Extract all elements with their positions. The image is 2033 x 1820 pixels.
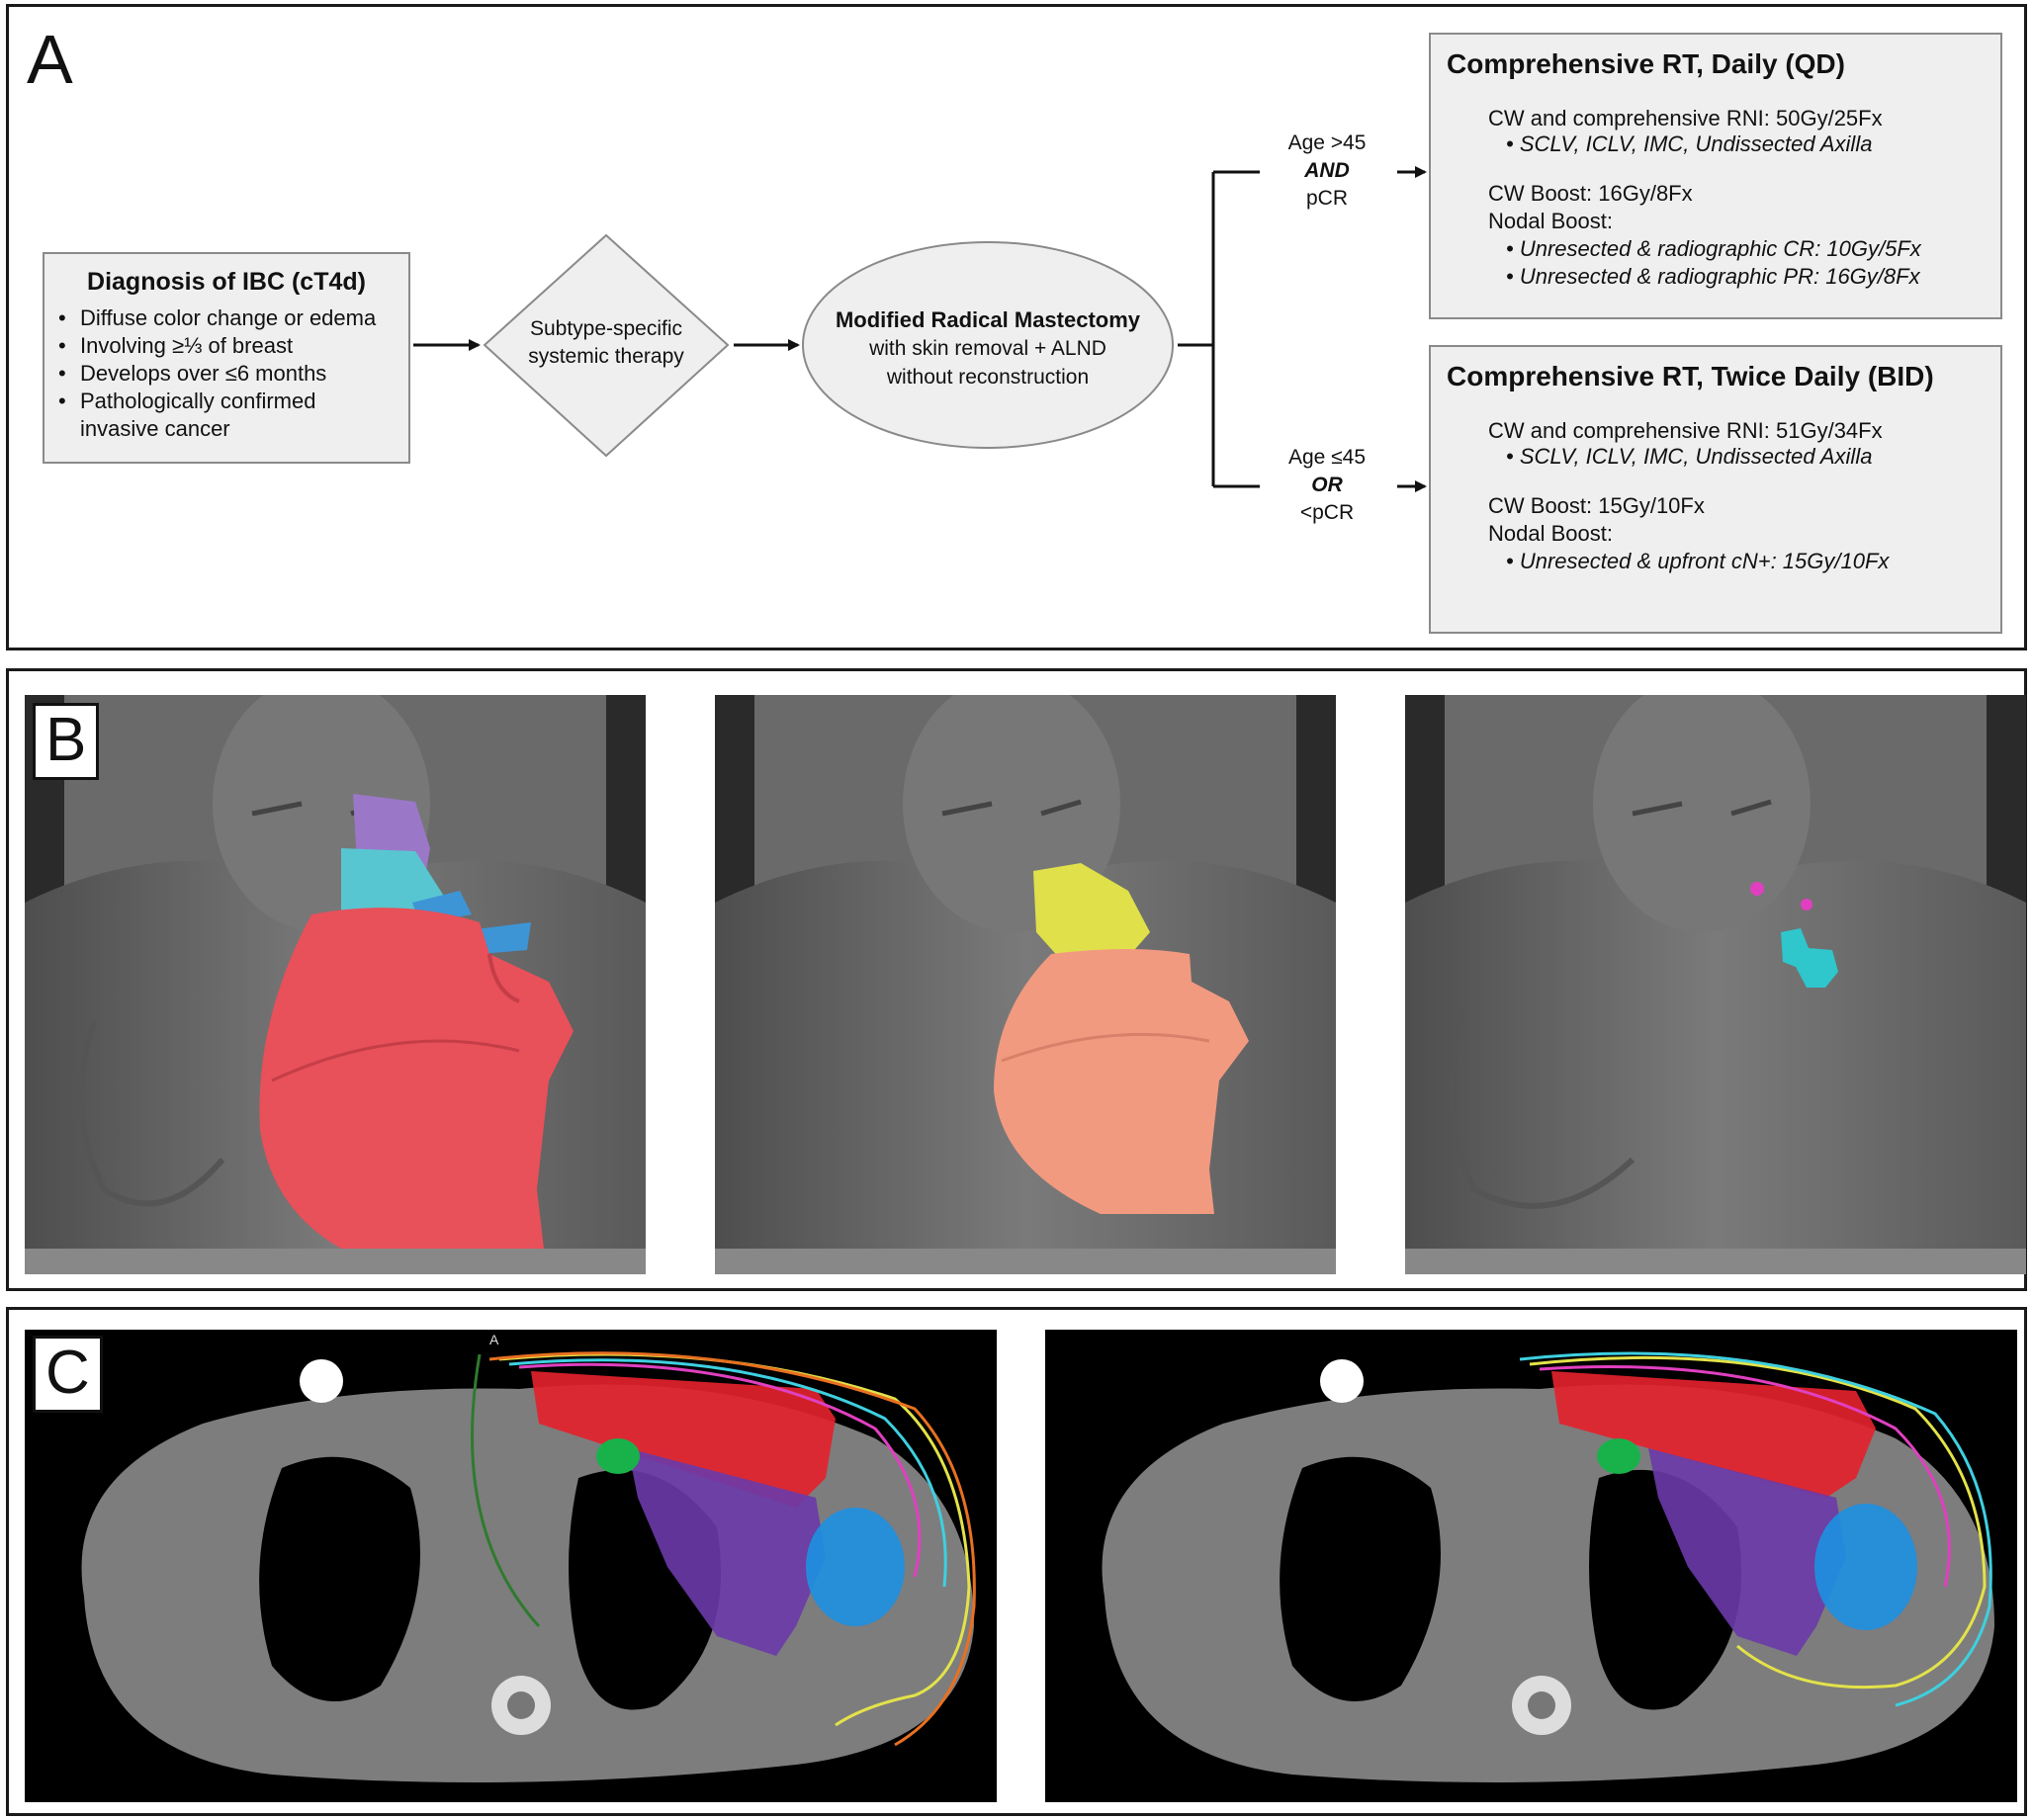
chest-wall-boost-salmon (994, 949, 1249, 1214)
systemic-therapy-diamond (483, 233, 730, 458)
condition-operator: AND (1304, 159, 1350, 182)
systemic-line: systemic therapy (528, 345, 684, 368)
diagnosis-criterion: Pathologically confirmed (58, 388, 408, 415)
bid-rni-targets-text: SCLV, ICLV, IMC, Undissected Axilla (1519, 444, 1873, 469)
ct-axilla-blue (806, 1508, 905, 1626)
surgery-label: Modified Radical Mastectomy with skin re… (803, 305, 1173, 391)
qd-nodal-item: • Unresected & radiographic PR: 16Gy/8Fx (1506, 264, 1920, 289)
qd-rni-targets: • SCLV, ICLV, IMC, Undissected Axilla (1506, 131, 1873, 156)
surgery-line: with skin removal + ALND (869, 337, 1106, 360)
branch-bottom-condition: Age ≤45 OR <pCR (1253, 444, 1401, 527)
ct-axilla-blue (1814, 1504, 1917, 1630)
diagnosis-title: Diagnosis of IBC (cT4d) (87, 268, 366, 296)
qd-regimen-box: Comprehensive RT, Daily (QD) CW and comp… (1429, 33, 2002, 319)
ct-slice-bid-plan (1045, 1330, 2017, 1802)
ct-chest-wall-red (1551, 1371, 1876, 1498)
ct-vessel-green (596, 1438, 640, 1474)
qd-nodal-item: • Unresected & radiographic CR: 10Gy/5Fx (1506, 236, 1921, 261)
bid-rni-targets: • SCLV, ICLV, IMC, Undissected Axilla (1506, 444, 1873, 469)
bid-title: Comprehensive RT, Twice Daily (BID) (1447, 361, 1934, 391)
ct-isodose-orange (488, 1351, 976, 1747)
surgery-line: without reconstruction (886, 366, 1090, 389)
ct-orientation-marker: A (489, 1332, 499, 1347)
systemic-line: Subtype-specific (529, 317, 683, 340)
bid-regimen-box: Comprehensive RT, Twice Daily (BID) CW a… (1429, 345, 2002, 634)
panel-b: B (6, 668, 2027, 1291)
condition-response: pCR (1305, 187, 1348, 210)
diagnosis-box: Diagnosis of IBC (cT4d) Diffuse color ch… (43, 252, 410, 464)
panel-a-connectors (413, 166, 1427, 492)
nodal-boost-magenta (1750, 882, 1764, 896)
ct-isodose-green (471, 1353, 541, 1628)
qd-rni-targets-text: SCLV, ICLV, IMC, Undissected Axilla (1519, 131, 1873, 156)
condition-age: Age ≤45 (1287, 446, 1367, 469)
chest-wall-target-red (259, 908, 574, 1249)
panel-c: C A (6, 1307, 2027, 1816)
qd-title: Comprehensive RT, Daily (QD) (1447, 48, 1845, 79)
surgery-ellipse (802, 241, 1174, 449)
ct-isodose-cyan (508, 1358, 947, 1588)
panel-b-label: B (33, 703, 100, 780)
diagnosis-criterion-continued: invasive cancer (80, 416, 230, 441)
systemic-therapy-label: Subtype-specific systemic therapy (485, 315, 728, 371)
panel-c-label: C (33, 1336, 103, 1413)
ct-isodose-yellow (1529, 1355, 1987, 1690)
branch-top-condition: Age >45 AND pCR (1253, 130, 1401, 213)
bid-nodal-boost: Nodal Boost: (1488, 521, 1613, 546)
ct-vessel-green (1597, 1438, 1640, 1474)
surface-render-boost-targets (715, 695, 1336, 1274)
panel-a: A Diagnosis of IBC (cT4d) Diffuse color … (6, 4, 2027, 650)
ct-marker (300, 1359, 343, 1403)
bid-nodal-item-text: Unresected & upfront cN+: 15Gy/10Fx (1519, 549, 1890, 573)
panel-a-label: A (27, 21, 73, 98)
boost-target-yellow (1033, 863, 1150, 960)
diagnosis-criterion: Diffuse color change or edema (58, 304, 408, 332)
diagnosis-criteria-list: Diffuse color change or edema Involving … (58, 304, 408, 415)
ct-isodose-magenta (1539, 1365, 1951, 1588)
qd-nodal-item-text: Unresected & radiographic CR: 10Gy/5Fx (1519, 236, 1921, 261)
condition-response: <pCR (1299, 501, 1355, 524)
condition-age: Age >45 (1287, 131, 1367, 154)
ct-isodose-magenta (518, 1362, 922, 1578)
bid-rni: CW and comprehensive RNI: 51Gy/34Fx (1488, 418, 1883, 443)
ct-isodose-cyan (1519, 1351, 1992, 1707)
bid-cw-boost: CW Boost: 15Gy/10Fx (1488, 493, 1705, 518)
qd-rni: CW and comprehensive RNI: 50Gy/25Fx (1488, 106, 1883, 130)
ct-scv-purple (1648, 1448, 1846, 1656)
surgery-title: Modified Radical Mastectomy (835, 307, 1141, 332)
diagnosis-criterion: Develops over ≤6 months (58, 360, 408, 388)
diagnosis-criterion: Involving ≥⅓ of breast (58, 332, 408, 360)
surface-render-targets: B (25, 695, 646, 1274)
axilla-target-cyan (341, 848, 445, 917)
nodal-boost-cyan (1781, 928, 1838, 988)
nodal-boost-magenta (1801, 899, 1812, 910)
qd-cw-boost: CW Boost: 16Gy/8Fx (1488, 181, 1693, 206)
ct-scv-purple (628, 1448, 826, 1656)
ct-chest-wall-red (531, 1371, 836, 1508)
qd-nodal-boost: Nodal Boost: (1488, 209, 1613, 233)
ct-slice-qd-plan: C A (25, 1330, 997, 1802)
qd-nodal-item-text: Unresected & radiographic PR: 16Gy/8Fx (1519, 264, 1920, 289)
bid-nodal-item: • Unresected & upfront cN+: 15Gy/10Fx (1506, 549, 1890, 573)
condition-operator: OR (1311, 474, 1343, 496)
ct-lung-right (259, 1456, 420, 1701)
surface-render-nodal-boost (1405, 695, 2026, 1274)
